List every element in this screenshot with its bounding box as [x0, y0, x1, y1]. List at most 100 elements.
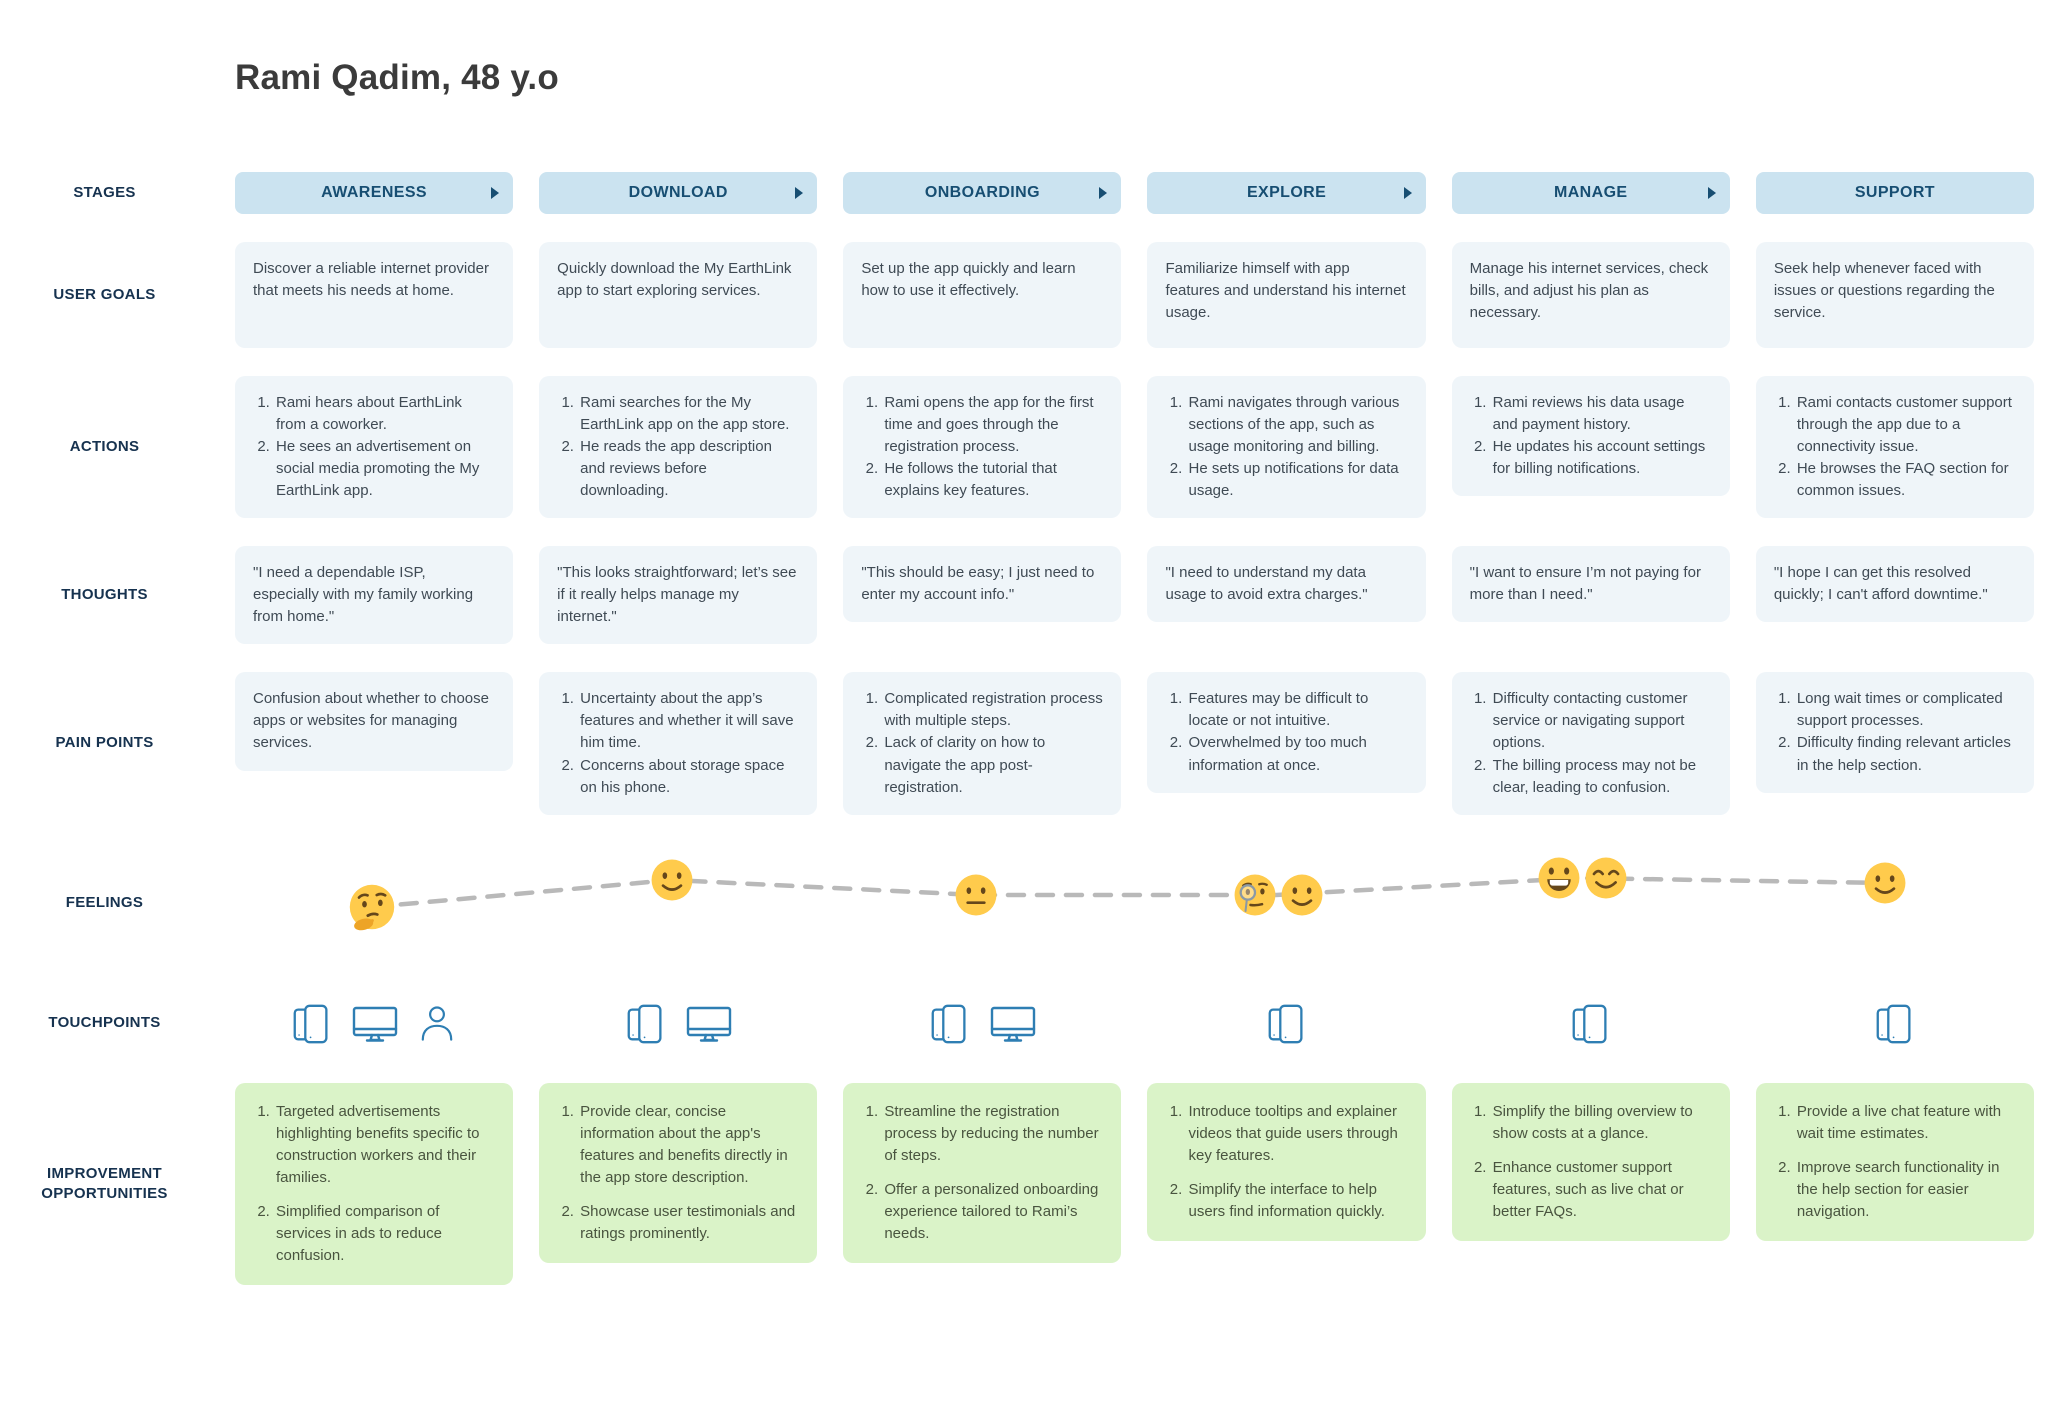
monocle-face-emoji [1232, 872, 1278, 918]
stage-name: ONBOARDING [924, 184, 1040, 201]
row-label-feelings: FEELINGS [65, 894, 144, 912]
pain-point-text: Confusion about whether to choose apps o… [253, 690, 489, 752]
mobile-devices-icon [289, 1000, 335, 1048]
improvement-item: Simplify the interface to help users fin… [1186, 1179, 1407, 1223]
slightly-smiling-face-emoji [1862, 860, 1908, 906]
user-goal-text: Seek help whenever faced with issues or … [1773, 260, 1995, 322]
user-goal-cell: Set up the app quickly and learn how to … [843, 242, 1122, 348]
improvements-cell: Provide clear, concise information about… [539, 1082, 818, 1263]
stage-pill-explore[interactable]: EXPLORE [1147, 172, 1426, 214]
mobile-devices-icon [1264, 1000, 1310, 1048]
slightly-smiling-face-emoji [1279, 872, 1325, 918]
arrow-right-icon [1707, 187, 1716, 199]
smiling-face-with-smiling-eyes-emoji [1583, 855, 1629, 901]
arrow-right-icon [491, 187, 500, 199]
pain-point-item: Difficulty finding relevant articles in … [1795, 732, 2016, 776]
improvement-item: Enhance customer support features, such … [1491, 1157, 1712, 1223]
actions-cell: Rami searches for the My EarthLink app o… [539, 376, 818, 519]
neutral-face-emoji [953, 872, 999, 918]
desktop-monitor-icon [351, 1000, 399, 1048]
stage-pill-onboarding[interactable]: ONBOARDING [843, 172, 1122, 214]
action-item: Rami contacts customer support through t… [1795, 392, 2016, 458]
arrow-right-icon [795, 187, 804, 199]
improvement-item: Targeted advertisements highlighting ben… [274, 1101, 495, 1189]
user-goal-text: Discover a reliable internet provider th… [253, 260, 489, 300]
pain-point-item: Uncertainty about the app’s features and… [578, 688, 799, 754]
user-goal-cell: Seek help whenever faced with issues or … [1755, 242, 2034, 348]
stage-pill-manage[interactable]: MANAGE [1451, 172, 1730, 214]
improvement-item: Improve search functionality in the help… [1795, 1157, 2016, 1223]
stage-name: SUPPORT [1854, 184, 1935, 201]
pain-points-cell: Long wait times or complicated support p… [1755, 672, 2034, 793]
pain-point-item: Difficulty contacting customer service o… [1491, 688, 1712, 754]
page-title: Rami Qadim, 48 y.o [235, 58, 559, 97]
user-goal-cell: Discover a reliable internet provider th… [235, 242, 514, 348]
pain-point-item: Long wait times or complicated support p… [1795, 688, 2016, 732]
pain-point-item: Overwhelmed by too much information at o… [1186, 732, 1407, 776]
arrow-right-icon [1403, 187, 1412, 199]
touchpoints-cell [1452, 993, 1730, 1055]
improvement-item: Provide clear, concise information about… [578, 1101, 799, 1189]
touchpoints-cell [843, 993, 1121, 1055]
improvement-item: Introduce tooltips and explainer videos … [1186, 1101, 1407, 1167]
user-goal-text: Quickly download the My EarthLink app to… [557, 260, 792, 300]
stage-pill-support[interactable]: SUPPORT [1755, 172, 2034, 214]
feelings-band [235, 843, 2034, 965]
improvements-cell: Provide a live chat feature with wait ti… [1755, 1082, 2034, 1241]
stage-name: DOWNLOAD [628, 184, 728, 201]
actions-cell: Rami navigates through various sections … [1147, 376, 1426, 519]
actions-cell: Rami reviews his data usage and payment … [1451, 376, 1730, 497]
thought-cell: "I need a dependable ISP, especially wit… [235, 546, 514, 645]
action-item: He updates his account settings for bill… [1491, 436, 1712, 480]
user-goal-cell: Manage his internet services, check bill… [1451, 242, 1730, 348]
thought-text: "I need a dependable ISP, especially wit… [253, 564, 474, 626]
grinning-face-emoji [1536, 855, 1582, 901]
improvement-item: Simplified comparison of services in ads… [274, 1201, 495, 1267]
person-icon [415, 1000, 459, 1048]
improvement-item: Showcase user testimonials and ratings p… [578, 1201, 799, 1245]
pain-point-item: Concerns about storage space on his phon… [578, 755, 799, 799]
action-item: Rami searches for the My EarthLink app o… [578, 392, 799, 436]
pain-point-item: Lack of clarity on how to navigate the a… [882, 732, 1103, 798]
stage-pill-download[interactable]: DOWNLOAD [539, 172, 818, 214]
thought-text: "This should be easy; I just need to ent… [861, 564, 1095, 604]
action-item: He sets up notifications for data usage. [1186, 458, 1407, 502]
stage-pill-awareness[interactable]: AWARENESS [235, 172, 514, 214]
action-item: He browses the FAQ section for common is… [1795, 458, 2016, 502]
row-label-stages: STAGES [73, 183, 136, 201]
stage-name: EXPLORE [1246, 184, 1327, 201]
action-item: Rami opens the app for the first time an… [882, 392, 1103, 458]
desktop-monitor-icon [685, 1000, 733, 1048]
journey-map-page: Rami Qadim, 48 y.o STAGES AWARENESS DOWN… [0, 0, 2048, 1285]
row-label-actions: ACTIONS [69, 437, 140, 455]
pain-points-cell: Features may be difficult to locate or n… [1147, 672, 1426, 793]
row-label-user-goals: USER GOALS [53, 285, 156, 303]
stage-name: AWARENESS [321, 184, 427, 201]
improvement-item: Simplify the billing overview to show co… [1491, 1101, 1712, 1145]
pain-point-item: The billing process may not be clear, le… [1491, 755, 1712, 799]
thought-text: "I want to ensure I’m not paying for mor… [1469, 564, 1701, 604]
actions-cell: Rami opens the app for the first time an… [843, 376, 1122, 519]
thought-cell: "I need to understand my data usage to a… [1147, 546, 1426, 623]
user-goal-text: Familiarize himself with app features an… [1165, 260, 1406, 322]
arrow-right-icon [1099, 187, 1108, 199]
improvement-item: Provide a live chat feature with wait ti… [1795, 1101, 2016, 1145]
thought-text: "This looks straightforward; let’s see i… [557, 564, 797, 626]
improvements-cell: Targeted advertisements highlighting ben… [235, 1082, 514, 1285]
improvements-cell: Simplify the billing overview to show co… [1451, 1082, 1730, 1241]
feelings-dashed-line [369, 875, 1887, 909]
slightly-smiling-face-emoji [649, 857, 695, 903]
user-goal-cell: Quickly download the My EarthLink app to… [539, 242, 818, 348]
pain-points-cell: Confusion about whether to choose apps o… [235, 672, 514, 771]
mobile-devices-icon [1872, 1000, 1918, 1048]
desktop-monitor-icon [989, 1000, 1037, 1048]
pain-point-item: Features may be difficult to locate or n… [1186, 688, 1407, 732]
thought-cell: "This looks straightforward; let’s see i… [539, 546, 818, 645]
mobile-devices-icon [623, 1000, 669, 1048]
row-label-touchpoints: TOUCHPOINTS [48, 1014, 161, 1032]
touchpoints-cell [235, 993, 513, 1055]
action-item: Rami navigates through various sections … [1186, 392, 1407, 458]
action-item: He reads the app description and reviews… [578, 436, 799, 502]
improvements-cell: Streamline the registration process by r… [843, 1082, 1122, 1263]
user-goal-text: Set up the app quickly and learn how to … [861, 260, 1076, 300]
